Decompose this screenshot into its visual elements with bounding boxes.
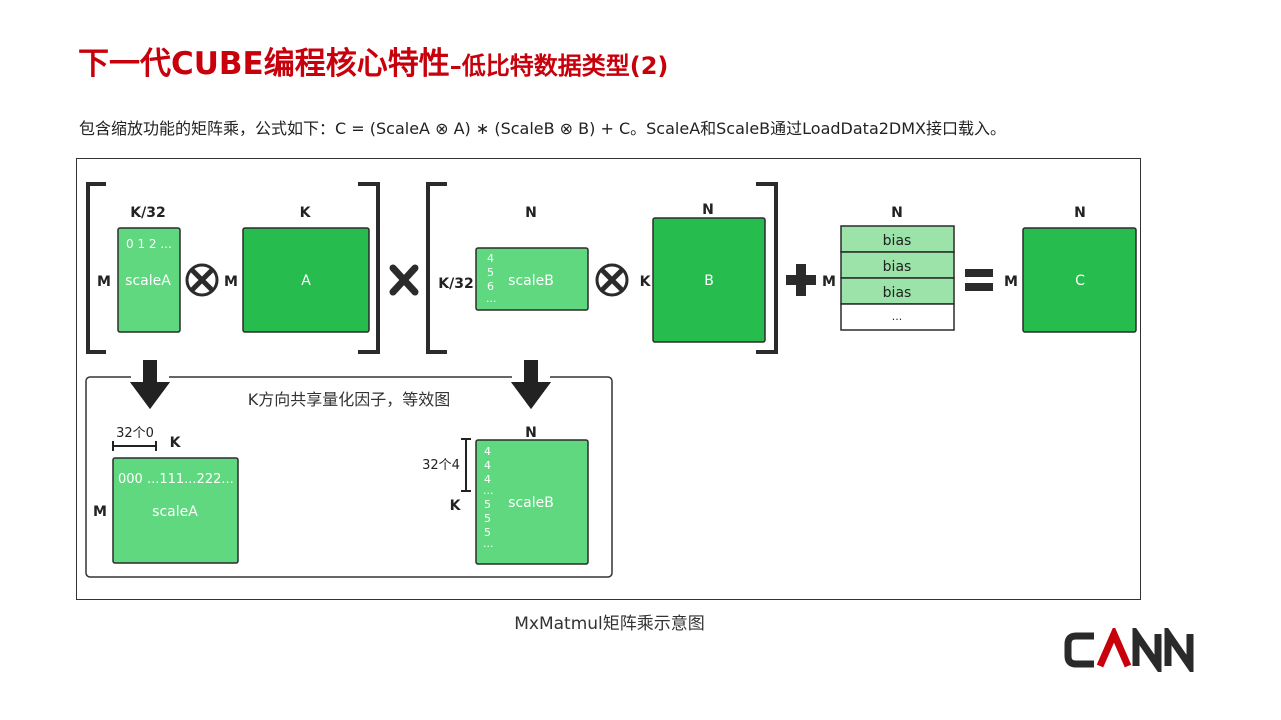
title-subtitle: –低比特数据类型(2): [449, 52, 669, 80]
elementwise-multiply-icon: [185, 263, 219, 297]
scaleA-name: scaleA: [125, 273, 171, 289]
title-main: 下一代CUBE编程核心特性: [78, 46, 450, 82]
left-bracket-close: [358, 182, 380, 354]
equiv-scaleB-digit: 4: [484, 459, 491, 472]
matB-top-label: N: [702, 202, 714, 218]
matC-matrix: [1022, 227, 1137, 333]
bias-row: [840, 303, 955, 331]
scaleA-index-row: 0 1 2 ...: [126, 237, 172, 251]
equivalent-view-title: K方向共享量化因子，等效图: [248, 390, 451, 409]
matA-top-label: K: [300, 205, 312, 221]
bias-row-label: bias: [883, 259, 912, 275]
elementwise-multiply-icon: [595, 263, 629, 297]
equiv-scaleA-matrix: [112, 457, 239, 564]
equiv-scaleB-digit: ...: [483, 484, 494, 497]
right-bracket-open: [426, 182, 447, 354]
scaleA-left-label: M: [97, 274, 111, 290]
scaleB-left-label: K/32: [438, 276, 473, 292]
bias-row: [840, 251, 955, 279]
equivalent-view-box: [85, 376, 613, 578]
scaleB-name: scaleB: [508, 273, 554, 289]
scaleA-matrix: [117, 227, 181, 333]
equiv-scaleB-digit-column: 4 4 4 ... 5 5 5 ...: [483, 445, 494, 550]
matA-left-label: M: [224, 274, 238, 290]
cann-logo-mark: [1064, 622, 1194, 678]
plus-icon: [786, 264, 816, 296]
diagram-frame: [76, 158, 1141, 600]
scaleB-digit: 6: [487, 280, 494, 293]
matC-left-label: M: [1004, 274, 1018, 290]
matA-name: A: [301, 273, 311, 289]
span-marker: [461, 438, 471, 492]
matA-matrix: [242, 227, 370, 333]
equiv-scaleB-name: scaleB: [508, 495, 554, 511]
equiv-scaleB-digit: 5: [484, 512, 491, 525]
formula-description: 包含缩放功能的矩阵乘，公式如下：C = (ScaleA ⊗ A) ∗ (Scal…: [79, 119, 1007, 138]
span-marker: [112, 441, 157, 451]
down-arrow-icon: [511, 370, 551, 409]
scaleB-digit: 4: [487, 252, 494, 265]
equiv-scaleA-left-label: M: [93, 504, 107, 520]
cann-logo: [1064, 622, 1206, 678]
scaleA-top-label: K/32: [130, 205, 165, 221]
slide-title: 下一代CUBE编程核心特性–低比特数据类型(2): [78, 38, 668, 83]
equiv-scaleB-digit: 5: [484, 498, 491, 511]
equiv-scaleB-matrix: [475, 439, 589, 565]
scaleB-digit: 5: [487, 266, 494, 279]
left-bracket-open: [86, 182, 106, 354]
matC-name: C: [1075, 273, 1085, 289]
scaleB-digit-column: 4 5 6 ...: [486, 252, 497, 305]
equiv-scaleA-top-label: K: [170, 435, 182, 451]
bias-row: [840, 225, 955, 253]
matB-name: B: [704, 273, 714, 289]
equiv-scaleB-top-label: N: [525, 425, 537, 441]
bias-row-label: ...: [892, 310, 903, 323]
right-bracket-close: [756, 182, 778, 354]
equals-icon: [965, 269, 993, 291]
bias-vector: bias bias bias ...: [840, 225, 955, 331]
scaleB-top-label: N: [525, 205, 537, 221]
down-arrow-icon: [130, 370, 170, 409]
matrix-multiply-icon: [389, 264, 419, 296]
equiv-scaleB-span-label: 32个4: [422, 458, 460, 473]
matB-left-label: K: [640, 274, 652, 290]
matC-top-label: N: [1074, 205, 1086, 221]
equiv-scaleB-digit: 5: [484, 526, 491, 539]
scaleB-matrix: [475, 247, 589, 311]
equiv-scaleB-digit: 4: [484, 445, 491, 458]
equiv-scaleB-digit: ...: [483, 537, 494, 550]
scaleB-digit: ...: [486, 292, 497, 305]
equiv-scaleA-name: scaleA: [152, 504, 198, 520]
equiv-scaleB-digit: 4: [484, 473, 491, 486]
bias-top-label: N: [891, 205, 903, 221]
bias-row-label: bias: [883, 285, 912, 301]
equiv-scaleB-left-label: K: [450, 498, 462, 514]
matB-matrix: [652, 217, 766, 343]
figure-caption: MxMatmul矩阵乘示意图: [514, 614, 705, 634]
equiv-scaleA-values: 000 ...111...222...: [118, 472, 234, 487]
bias-row-label: bias: [883, 233, 912, 249]
equiv-scaleA-span-label: 32个0: [116, 426, 154, 441]
bias-left-label: M: [822, 274, 836, 290]
